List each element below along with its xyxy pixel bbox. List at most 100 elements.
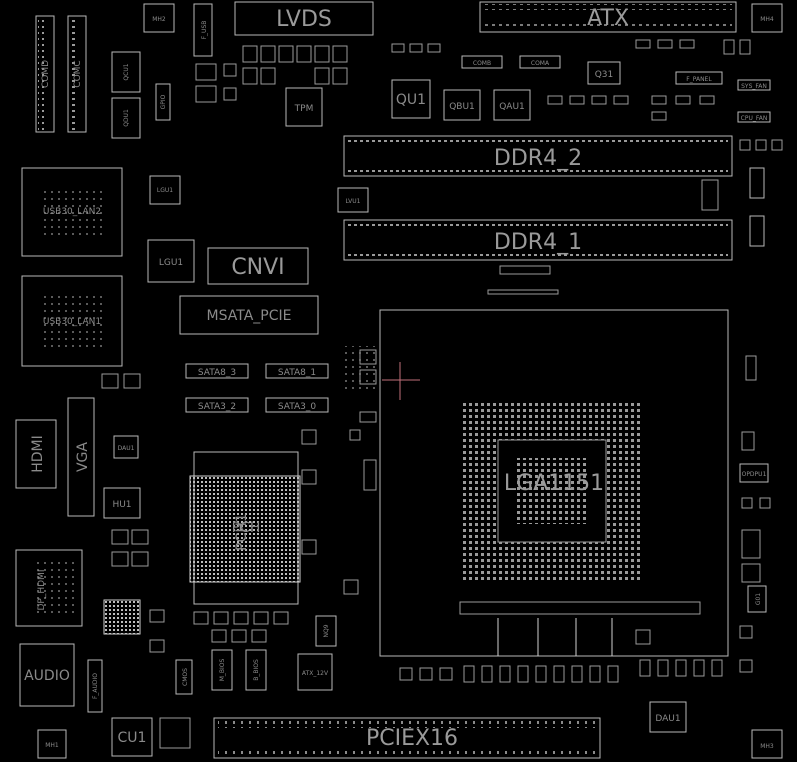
q31-chip: Q31 [587, 61, 621, 85]
mh2-label: MH2 [152, 16, 166, 23]
ddr4-2-slot: DDR4_2 [343, 135, 733, 177]
opdpu1-chip: OPDPU1 [739, 463, 769, 483]
vga-connector: VGA [67, 397, 95, 517]
usb30-lan1-label: USB30_LAN1 [43, 317, 101, 327]
cmos-battery: CMOS [175, 659, 193, 695]
b-bios-label: B_BIOS [253, 659, 260, 681]
usb30-lan1-connector: USB30_LAN1 [21, 275, 123, 367]
f-usb-header: F_USB [193, 3, 213, 57]
ddr4-2-label: DDR4_2 [494, 146, 582, 171]
lga1151-label: LGA1151 [504, 471, 604, 496]
audio-jack-stack: AUDIO [19, 643, 75, 707]
lgu1-chip: LGU1 [147, 239, 195, 283]
vrm-capacitor-grid [342, 346, 378, 491]
lvu1-label: LVU1 [346, 198, 361, 205]
qu1-chip: QU1 [391, 79, 431, 119]
sys-fan-label: SYS_FAN [741, 83, 767, 90]
mh3-label: MH3 [760, 743, 774, 750]
qcu1-label: QCU1 [123, 63, 130, 80]
lgu1-label: LGU1 [159, 258, 183, 268]
dp-hdmi-connector: DP_HDMI [15, 549, 83, 627]
qdu1-label: QDU1 [123, 109, 130, 127]
mounting-hole-mh4: MH4 [751, 3, 783, 33]
mh1-label: MH1 [45, 742, 59, 749]
comc-label: COMC [73, 60, 83, 87]
comc-header: COMC [67, 15, 87, 133]
f-panel-label: F_PANEL [686, 76, 712, 83]
lvds-label: LVDS [276, 7, 332, 32]
lgu1-small-label: LGU1 [157, 187, 173, 194]
bottom-socket-passives [399, 629, 723, 683]
lgu1-chip-small: LGU1 [149, 175, 181, 205]
sata8-3-label: SATA8_3 [198, 368, 236, 378]
sata8-1-label: SATA8_1 [278, 368, 316, 378]
lvds-connector: LVDS [234, 1, 374, 36]
comb-label: COMB [473, 60, 491, 67]
qau1-label: QAU1 [499, 102, 525, 112]
qbu1-label: QBU1 [449, 102, 475, 112]
vga-label: VGA [75, 442, 91, 472]
pciex16-slot: PCIEX16 [213, 717, 601, 759]
tpm-header: TPM [285, 87, 323, 127]
f-audio-label: F_AUDIO [92, 673, 99, 699]
cmos-label: CMOS [182, 668, 189, 686]
right-side-passives [739, 355, 771, 673]
gpio-header: GPIO [155, 83, 171, 121]
nq9-chip: NQ9 [315, 615, 337, 647]
sata3-2-port: SATA3_2 [185, 397, 249, 413]
atx-label: ATX [587, 6, 629, 31]
lvds-small-parts [195, 45, 348, 103]
atx-12v-connector: ATX_12V [297, 653, 333, 691]
coma-label: COMA [531, 60, 550, 67]
m-bios-label: M_BIOS [219, 659, 226, 682]
cpu-fan-label: CPU_FAN [741, 115, 768, 122]
mounting-hole-mh1: MH1 [37, 729, 67, 759]
pch1-label: PCH1 [234, 513, 250, 551]
origin-crosshair [382, 362, 420, 400]
coma-header: COMA [519, 55, 561, 69]
sata8-3-port: SATA8_3 [185, 363, 249, 379]
f-audio-header: F_AUDIO [87, 659, 103, 713]
hdmi-connector: HDMI [15, 419, 57, 489]
ddr4-1-label: DDR4_1 [494, 230, 582, 255]
mounting-hole-mh3: MH3 [751, 729, 783, 759]
dau1-small-label: DAU1 [118, 445, 135, 452]
cnvi-label: CNVI [231, 255, 284, 280]
atx-connector: ATX [479, 1, 737, 33]
lga1151-socket: LGA1151 [379, 309, 729, 657]
cnvi-slot: CNVI [207, 247, 309, 285]
g01-chip: G01 [747, 585, 767, 613]
comd-label: COMD [41, 60, 51, 88]
sata3-0-label: SATA3_0 [278, 402, 317, 412]
hdmi-label: HDMI [30, 435, 46, 473]
qu1-label: QU1 [396, 92, 426, 108]
usb30-lan2-label: USB30_LAN2 [43, 207, 101, 217]
usb30-lan2-connector: USB30_LAN2 [21, 167, 123, 257]
cu1-chip: CU1 [111, 717, 153, 757]
gpio-label: GPIO [160, 94, 167, 109]
msata-pcie-slot: MSATA_PCIE [179, 295, 319, 335]
comb-header: COMB [461, 55, 503, 69]
tpm-label: TPM [294, 104, 314, 114]
atx-12v-label: ATX_12V [302, 670, 329, 677]
sata3-0-port: SATA3_0 [265, 397, 329, 413]
sys-fan-header: SYS_FAN [737, 79, 771, 91]
cu1-label: CU1 [118, 730, 147, 746]
dau1-label: DAU1 [655, 714, 680, 724]
pciex16-label: PCIEX16 [366, 726, 458, 751]
qau1-chip: QAU1 [493, 89, 531, 121]
b-bios-chip: B_BIOS [245, 649, 267, 691]
qbu1-chip: QBU1 [443, 89, 481, 121]
audio-label: AUDIO [24, 668, 70, 684]
bga-chip-small [103, 599, 141, 635]
qdu1-chip: QDU1 [111, 97, 141, 139]
top-right-passives [391, 39, 783, 151]
ddr4-side-chips [487, 167, 765, 295]
mounting-hole-mh2: MH2 [143, 3, 175, 33]
m-bios-chip: M_BIOS [211, 649, 233, 691]
lvu1-chip: LVU1 [337, 187, 369, 213]
dau1-chip: DAU1 [649, 701, 687, 733]
pch-chip: PCH PCH1 [189, 451, 301, 605]
msata-pcie-label: MSATA_PCIE [207, 308, 292, 324]
sata8-1-port: SATA8_1 [265, 363, 329, 379]
